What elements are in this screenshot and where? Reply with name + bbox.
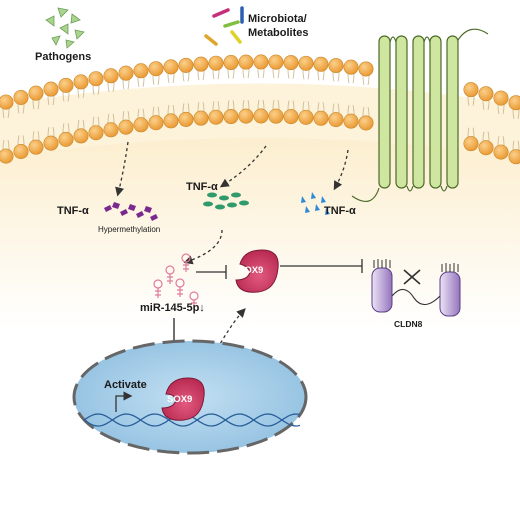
claudin-cell-right	[439, 263, 461, 317]
activate-label: Activate	[104, 379, 147, 391]
lipid-head	[103, 122, 119, 138]
lipid-head	[208, 55, 224, 71]
lipid-head	[283, 55, 299, 71]
lipid-head	[238, 54, 254, 70]
lipid-head	[178, 57, 194, 73]
hypermethylation-label: Hypermethylation	[98, 225, 161, 234]
lipid-head	[43, 135, 59, 151]
lipid-head	[13, 143, 29, 159]
lipid-head	[223, 109, 239, 125]
cldn8-label: CLDN8	[394, 319, 423, 329]
lipid-head	[493, 144, 509, 160]
lipid-head	[328, 112, 344, 128]
inhibit-mirna-sox9	[196, 265, 227, 279]
microbiota-label-line2: Metabolites	[248, 27, 309, 39]
claudin-junction	[391, 288, 441, 306]
tnf-alpha-left-label: TNF-α	[57, 205, 89, 217]
pathogens-icon	[45, 7, 85, 49]
lipid-head	[313, 56, 329, 72]
lipid-head	[358, 115, 374, 131]
lipid-head	[28, 139, 44, 155]
lipid-head	[313, 110, 329, 126]
lipid-head	[298, 109, 314, 125]
lipid-head	[478, 140, 494, 156]
lipid-head	[343, 59, 359, 75]
lipid-head	[358, 61, 374, 77]
dna-strand-b	[83, 413, 301, 427]
lipid-head	[208, 109, 224, 125]
tnf-alpha-purple-icon	[104, 202, 158, 221]
lipid-head	[73, 74, 89, 90]
lipid-head	[343, 113, 359, 129]
lipid-head	[58, 131, 74, 147]
lipid-head	[163, 113, 179, 129]
sox9-cytoplasm-label: SOX9	[238, 265, 264, 276]
lipid-head	[193, 56, 209, 72]
inhibit-sox9-cldn8	[280, 259, 363, 273]
claudin-cell-left	[371, 259, 393, 313]
tnf-alpha-green-icon	[203, 192, 249, 210]
lipid-head	[253, 54, 269, 70]
sox9-nucleus-protein	[161, 377, 205, 421]
lipid-head	[508, 149, 520, 165]
tnf-alpha-blue-icon	[301, 192, 330, 215]
tnf-alpha-center-label: TNF-α	[186, 181, 218, 193]
microbiota-icon	[204, 6, 244, 46]
lipid-head	[118, 65, 134, 81]
lipid-head	[328, 58, 344, 74]
lipid-head	[103, 68, 119, 84]
lipid-head	[253, 108, 269, 124]
mir-145-5p-label: miR-145-5p↓	[140, 302, 205, 314]
lipid-head	[58, 77, 74, 93]
lipid-head	[283, 109, 299, 125]
lipid-head	[298, 55, 314, 71]
lipid-head	[223, 55, 239, 71]
lipid-head	[133, 117, 149, 133]
lipid-head	[28, 85, 44, 101]
lipid-head	[0, 148, 14, 164]
lipid-head	[148, 61, 164, 77]
lipid-head	[13, 89, 29, 105]
lipid-head	[178, 111, 194, 127]
microbiota-label-line1: Microbiota/	[248, 13, 307, 25]
lipid-head	[43, 81, 59, 97]
sox9-nucleus-label: SOX9	[167, 394, 193, 405]
lipid-head	[73, 128, 89, 144]
lipid-head	[463, 82, 479, 98]
tnf-alpha-right-label: TNF-α	[324, 205, 356, 217]
pathogens-label: Pathogens	[35, 51, 92, 63]
lipid-head	[163, 59, 179, 75]
lipid-head	[88, 125, 104, 141]
lipid-head	[118, 119, 134, 135]
membrane-inner-leaflet	[0, 108, 520, 165]
lipid-head	[268, 108, 284, 124]
mirna-icon	[153, 253, 199, 308]
disruption-x-icon	[403, 269, 421, 285]
lipid-head	[463, 136, 479, 152]
lipid-head	[193, 110, 209, 126]
transmembrane-receptor	[351, 28, 489, 203]
lipid-head	[493, 90, 509, 106]
sox9-cytoplasm-protein	[235, 249, 279, 293]
lipid-head	[478, 86, 494, 102]
lipid-head	[133, 63, 149, 79]
lipid-head	[508, 95, 520, 111]
lipid-head	[148, 115, 164, 131]
lipid-head	[88, 71, 104, 87]
activate-arrow	[115, 391, 133, 412]
lipid-head	[238, 108, 254, 124]
lipid-head	[0, 94, 14, 110]
membrane-outer-leaflet	[0, 54, 520, 111]
lipid-head	[268, 54, 284, 70]
